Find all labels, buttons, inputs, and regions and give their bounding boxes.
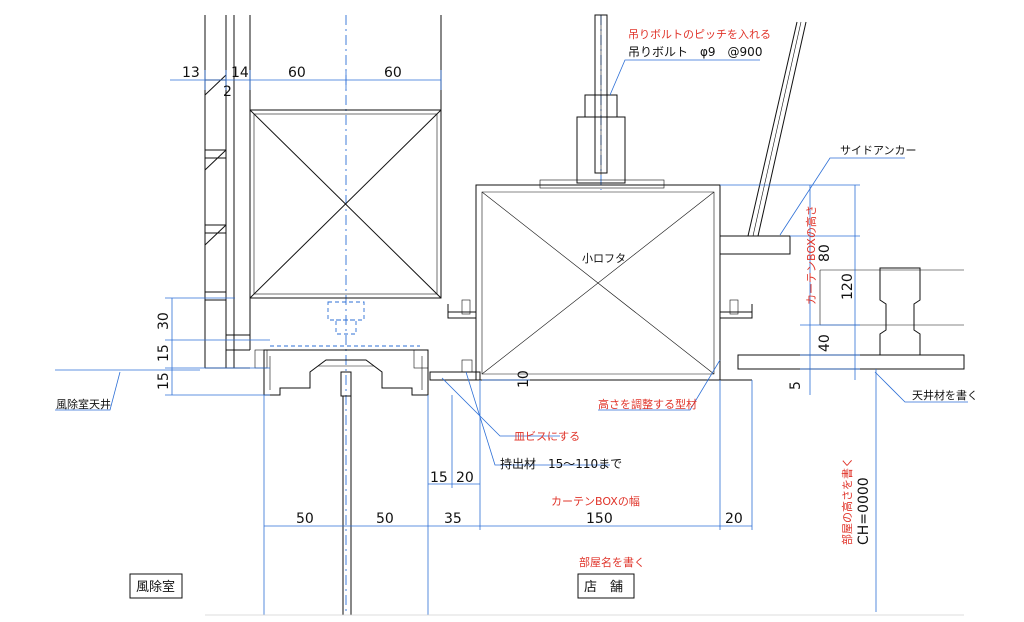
dim-left-15a: 15 xyxy=(156,344,172,362)
room-name-right: 店 舗 xyxy=(584,580,623,595)
dim-bot-20: 20 xyxy=(725,511,743,527)
dim-top-60b: 60 xyxy=(384,65,402,81)
leader-lines xyxy=(55,59,968,466)
note-windbreak-ceiling: 風除室天井 xyxy=(56,397,111,411)
dim-mid-20: 20 xyxy=(456,470,474,486)
note-projection-member: 持出材 15～110まで xyxy=(500,456,622,471)
dim-bot-50b: 50 xyxy=(376,511,394,527)
note-adjust-member: 高さを調整する型材 xyxy=(598,397,697,411)
dim-mid-10: 10 xyxy=(516,370,532,388)
ceiling-height-value: CH=0000 xyxy=(856,477,872,545)
note-ceiling-material: 天井材を書く xyxy=(912,388,978,402)
dim-top-14: 14 xyxy=(231,65,249,81)
note-hanger-pitch: 吊りボルトのピッチを入れる xyxy=(628,28,771,41)
dim-right-120: 120 xyxy=(840,273,856,300)
room-box-left xyxy=(129,573,183,599)
dimension-lines xyxy=(55,70,877,615)
dim-bot-150: 150 xyxy=(586,511,613,527)
dim-mid-15: 15 xyxy=(430,470,448,486)
dim-top-13: 13 xyxy=(182,65,200,81)
note-curtain-box-width: カーテンBOXの幅 xyxy=(551,495,640,508)
note-curtain-box-height: カーテンBOXの高さ xyxy=(804,205,818,305)
header-box xyxy=(249,109,442,299)
note-small-lid: 小ロフタ xyxy=(582,252,626,265)
mullion-pole xyxy=(342,396,352,615)
dim-right-40: 40 xyxy=(817,334,833,352)
side-anchor xyxy=(719,21,807,255)
dim-top-2: 2 xyxy=(223,84,232,100)
hidden-connector xyxy=(270,301,420,347)
dim-right-80: 80 xyxy=(817,244,833,262)
dim-right-5: 5 xyxy=(788,381,804,390)
hanger-bolt xyxy=(576,14,626,184)
note-flat-screw: 皿ビスにする xyxy=(514,430,580,443)
dim-top-60a: 60 xyxy=(288,65,306,81)
room-name-left: 風除室 xyxy=(136,579,175,595)
dim-left-30: 30 xyxy=(156,312,172,330)
dim-bot-35: 35 xyxy=(444,511,462,527)
note-side-anchor: サイドアンカー xyxy=(840,144,917,157)
dim-left-15b: 15 xyxy=(156,372,172,390)
dim-bot-50a: 50 xyxy=(296,511,314,527)
note-hanger-spec: 吊りボルト φ9 @900 xyxy=(628,45,762,59)
curtain-box xyxy=(429,179,753,381)
room-box-right xyxy=(577,573,635,599)
note-room-name: 部屋名を書く xyxy=(579,555,645,569)
bottom-frame-profile xyxy=(254,349,429,397)
note-ceiling-height: 部屋の高さを書く xyxy=(840,457,854,545)
